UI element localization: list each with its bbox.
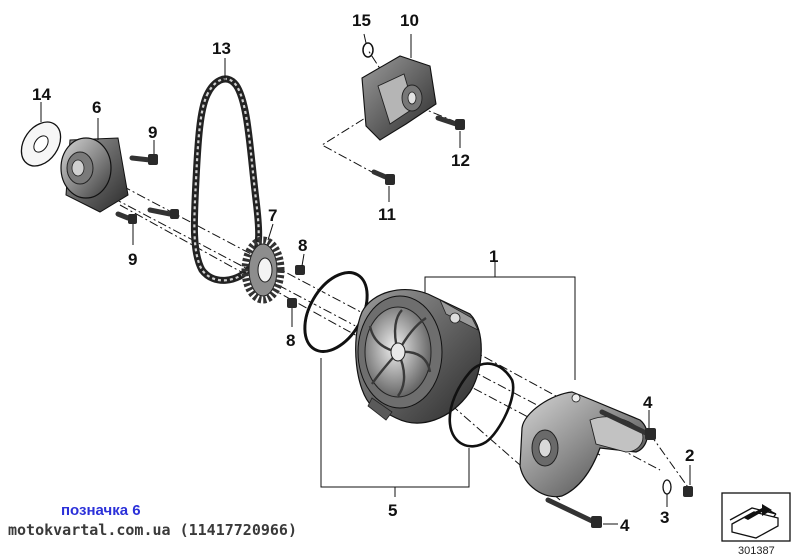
o-ring-part-15 [362, 33, 374, 58]
orientation-arrow-icon [721, 492, 791, 542]
site-watermark: motokvartal.com.ua (11417720966) [8, 521, 297, 539]
callout-6: 6 [92, 98, 101, 117]
callout-3: 3 [660, 508, 669, 527]
callout-15: 15 [352, 11, 371, 30]
sprocket-part-7 [241, 223, 285, 304]
thermostat-housing-part-10 [361, 34, 437, 141]
callout-12: 12 [451, 151, 470, 170]
bolt-part-12 [435, 115, 465, 148]
gasket-part-14 [20, 102, 62, 167]
callout-11: 11 [378, 205, 396, 224]
callout-14: 14 [32, 85, 51, 104]
callout-8-upper: 8 [298, 236, 307, 255]
callout-10: 10 [400, 11, 419, 30]
callout-7: 7 [268, 206, 277, 225]
plug-part-2 [683, 465, 693, 497]
sheet-number: 301387 [738, 545, 775, 557]
bolts-part-8 [287, 253, 305, 327]
bolts-part-9 [115, 140, 179, 245]
callout-brackets [320, 262, 576, 497]
callout-9-upper: 9 [148, 123, 157, 142]
timing-chain-part-13 [190, 58, 263, 284]
callout-4-lower: 4 [620, 516, 630, 535]
callout-8-lower: 8 [286, 331, 295, 350]
callout-4-upper: 4 [643, 393, 653, 412]
sprocket-housing-part-6 [60, 118, 129, 213]
water-pump-body-part-1 [355, 289, 482, 424]
bolts-part-4 [545, 409, 656, 528]
callout-13: 13 [212, 39, 231, 58]
part-caption: позначка 6 [61, 502, 141, 519]
callout-1: 1 [489, 247, 498, 266]
washer-part-3 [662, 479, 672, 507]
pump-cover-elbow [519, 391, 648, 498]
callout-2: 2 [685, 446, 694, 465]
callout-9-lower: 9 [128, 250, 137, 269]
o-ring-right [448, 362, 515, 448]
bolt-part-11 [371, 169, 395, 202]
callout-5: 5 [388, 501, 397, 520]
